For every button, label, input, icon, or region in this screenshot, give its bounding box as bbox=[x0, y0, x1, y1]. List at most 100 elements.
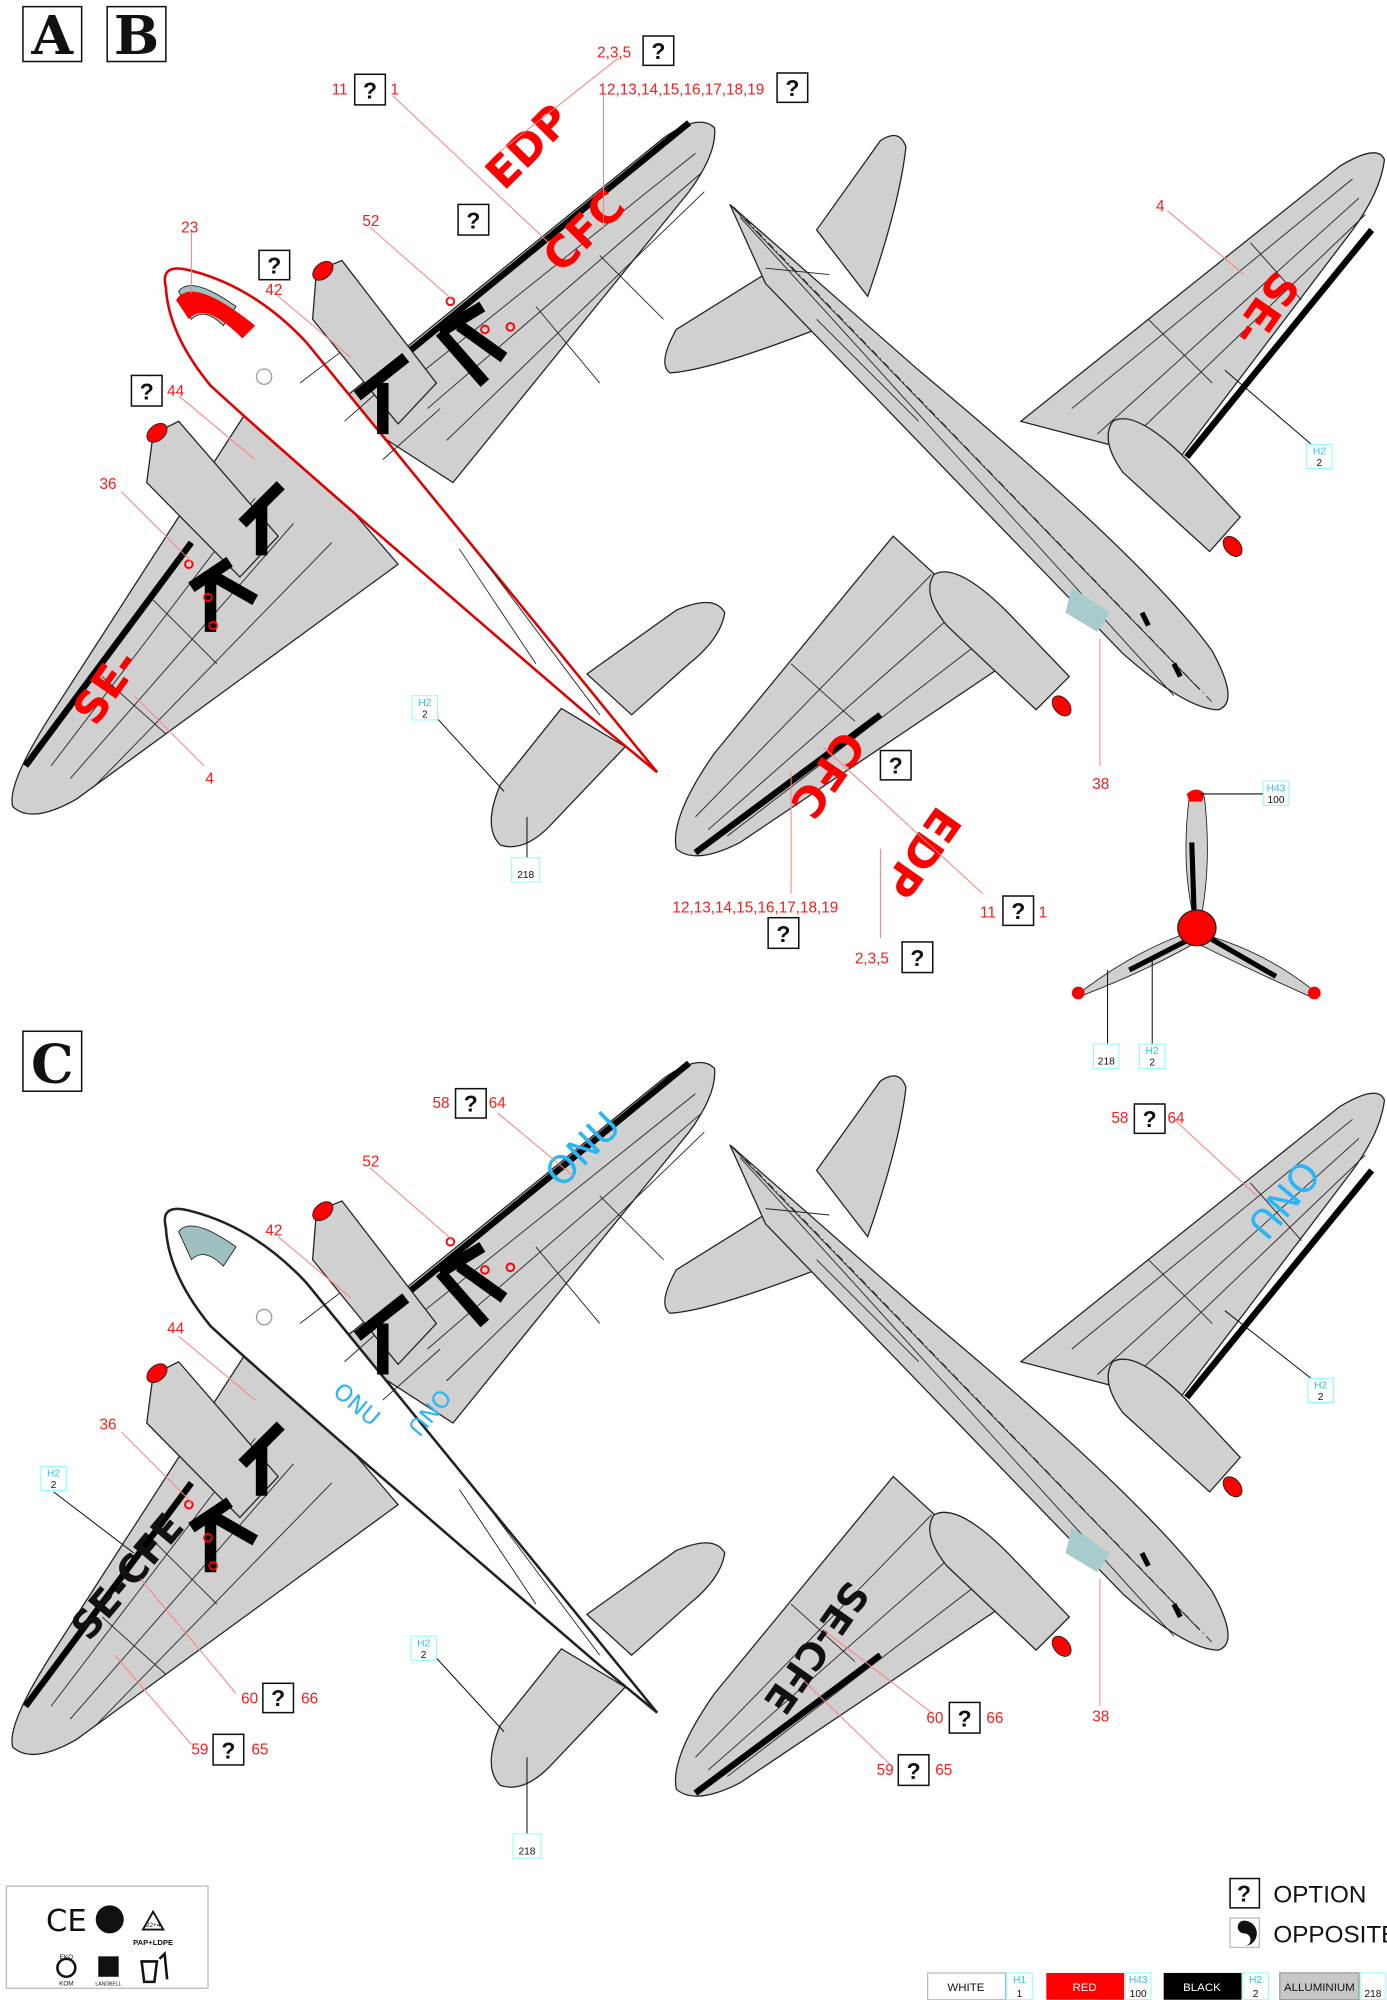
svg-text:44: 44 bbox=[167, 383, 185, 400]
svg-text:2: 2 bbox=[421, 1650, 427, 1661]
option-box: ? bbox=[457, 203, 490, 236]
svg-text:PAP+LDPE: PAP+LDPE bbox=[133, 1938, 173, 1947]
svg-text:ALLUMINIUM: ALLUMINIUM bbox=[1284, 1982, 1355, 1994]
option-box: ? bbox=[901, 941, 934, 974]
svg-text:2,3,5: 2,3,5 bbox=[855, 951, 889, 968]
section-a-header: A bbox=[22, 4, 83, 67]
callouts-bottom-c: 58 ? 64 H22 60 ? 66 59 ? 65 38 bbox=[877, 1103, 1334, 1787]
svg-text:H2: H2 bbox=[1249, 1975, 1262, 1986]
option-box: ? bbox=[879, 749, 912, 781]
svg-text:?: ? bbox=[363, 78, 377, 104]
option-box: ? bbox=[130, 374, 163, 407]
section-c-header: C bbox=[22, 1030, 83, 1095]
svg-text:B: B bbox=[114, 4, 159, 67]
recycle-icon bbox=[141, 1909, 165, 1931]
landbell-icon bbox=[98, 1956, 119, 1977]
svg-text:59: 59 bbox=[877, 1762, 894, 1779]
svg-text:?: ? bbox=[1143, 1106, 1157, 1132]
svg-text:?: ? bbox=[889, 753, 903, 779]
svg-text:60: 60 bbox=[926, 1710, 943, 1727]
svg-text:?: ? bbox=[958, 1706, 972, 1732]
option-box: ? bbox=[454, 1087, 487, 1119]
svg-text:H2: H2 bbox=[1146, 1046, 1159, 1057]
svg-text:66: 66 bbox=[301, 1691, 318, 1708]
svg-text:1: 1 bbox=[1017, 1989, 1023, 2000]
paint-code-h2: H22 bbox=[1306, 443, 1333, 470]
svg-text:38: 38 bbox=[1092, 776, 1109, 793]
svg-text:2: 2 bbox=[51, 1480, 57, 1491]
paint-code-218: 218 bbox=[512, 1833, 542, 1859]
svg-text:100: 100 bbox=[1130, 1989, 1147, 2000]
svg-text:2: 2 bbox=[1318, 1392, 1324, 1403]
svg-text:4: 4 bbox=[1156, 198, 1165, 215]
svg-text:60: 60 bbox=[241, 1691, 258, 1708]
svg-text:LANDBELL: LANDBELL bbox=[95, 1982, 121, 1988]
option-legend-box: ? bbox=[1229, 1877, 1261, 1909]
svg-text:?: ? bbox=[651, 38, 665, 64]
svg-text:42: 42 bbox=[265, 1222, 282, 1239]
svg-text:218: 218 bbox=[518, 1846, 535, 1857]
svg-text:?: ? bbox=[466, 208, 480, 234]
option-box: ? bbox=[642, 35, 675, 67]
svg-text:52: 52 bbox=[362, 213, 379, 230]
svg-text:58: 58 bbox=[1111, 1110, 1128, 1127]
svg-text:64: 64 bbox=[489, 1095, 507, 1112]
svg-text:?: ? bbox=[907, 1758, 921, 1784]
svg-text:218: 218 bbox=[1098, 1056, 1115, 1067]
svg-text:H2: H2 bbox=[47, 1469, 60, 1480]
svg-text:38: 38 bbox=[1092, 1709, 1109, 1726]
svg-text:2,3,5: 2,3,5 bbox=[597, 45, 631, 62]
svg-text:2: 2 bbox=[1149, 1058, 1155, 1069]
svg-text:64: 64 bbox=[1168, 1110, 1186, 1127]
option-box: ? bbox=[1133, 1103, 1166, 1135]
option-box: ? bbox=[948, 1701, 981, 1734]
green-dot-icon bbox=[95, 1905, 124, 1934]
svg-text:2: 2 bbox=[1253, 1989, 1259, 2000]
paint-code-h2: H22 bbox=[40, 1465, 67, 1492]
color-swatch-red: RED H43 100 bbox=[1046, 1972, 1152, 2000]
svg-text:?: ? bbox=[1011, 898, 1025, 924]
svg-text:65: 65 bbox=[935, 1762, 952, 1779]
callouts-top-c: 58 ? 64 52 42 44 36 H22 60 ? 66 59 ? 65 … bbox=[40, 1087, 542, 1859]
svg-text:58: 58 bbox=[433, 1095, 450, 1112]
svg-text:?: ? bbox=[785, 75, 799, 101]
svg-text:H43: H43 bbox=[1267, 783, 1286, 794]
svg-text:1: 1 bbox=[1039, 905, 1048, 922]
svg-text:RED: RED bbox=[1072, 1982, 1096, 1994]
svg-text:?: ? bbox=[221, 1738, 235, 1764]
svg-text:EKO: EKO bbox=[60, 1954, 73, 1961]
option-box: ? bbox=[897, 1753, 930, 1787]
paint-code-h2: H22 bbox=[411, 695, 439, 721]
ce-mark-icon: CE bbox=[46, 1904, 87, 1939]
option-box: ? bbox=[776, 72, 809, 104]
svg-text:11: 11 bbox=[980, 905, 996, 922]
decal-edp: EDP bbox=[476, 95, 580, 199]
svg-text:1: 1 bbox=[390, 82, 399, 99]
svg-text:218: 218 bbox=[517, 870, 534, 881]
paint-code-h2: H22 bbox=[410, 1635, 437, 1661]
svg-text:A: A bbox=[31, 4, 75, 67]
paint-code-218: 218 bbox=[511, 857, 541, 883]
svg-text:?: ? bbox=[267, 252, 281, 278]
option-box: ? bbox=[767, 916, 800, 950]
svg-text:100: 100 bbox=[1267, 795, 1284, 806]
legend-option: OPTION bbox=[1273, 1882, 1366, 1909]
aircraft-bottom-view-ab bbox=[665, 136, 1385, 856]
svg-text:?: ? bbox=[140, 379, 154, 405]
svg-text:59: 59 bbox=[191, 1742, 208, 1759]
paint-code-h2: H22 bbox=[1138, 1043, 1166, 1069]
svg-text:65: 65 bbox=[251, 1742, 268, 1759]
option-box: ? bbox=[353, 73, 387, 106]
callouts-top-ab: 11 ? 1 2,3,5 ? 12,13,14,15,16,17,18,19 ?… bbox=[100, 35, 809, 883]
svg-text:H43: H43 bbox=[1129, 1975, 1148, 1986]
legend-opposite: OPPOSITE bbox=[1273, 1921, 1387, 1948]
svg-text:36: 36 bbox=[100, 1416, 117, 1433]
svg-text:H2: H2 bbox=[1313, 447, 1326, 458]
tidyman-bin-icon bbox=[140, 1950, 169, 1984]
color-swatch-white: WHITE H11 bbox=[927, 1972, 1033, 2000]
svg-text:C: C bbox=[31, 1032, 74, 1095]
